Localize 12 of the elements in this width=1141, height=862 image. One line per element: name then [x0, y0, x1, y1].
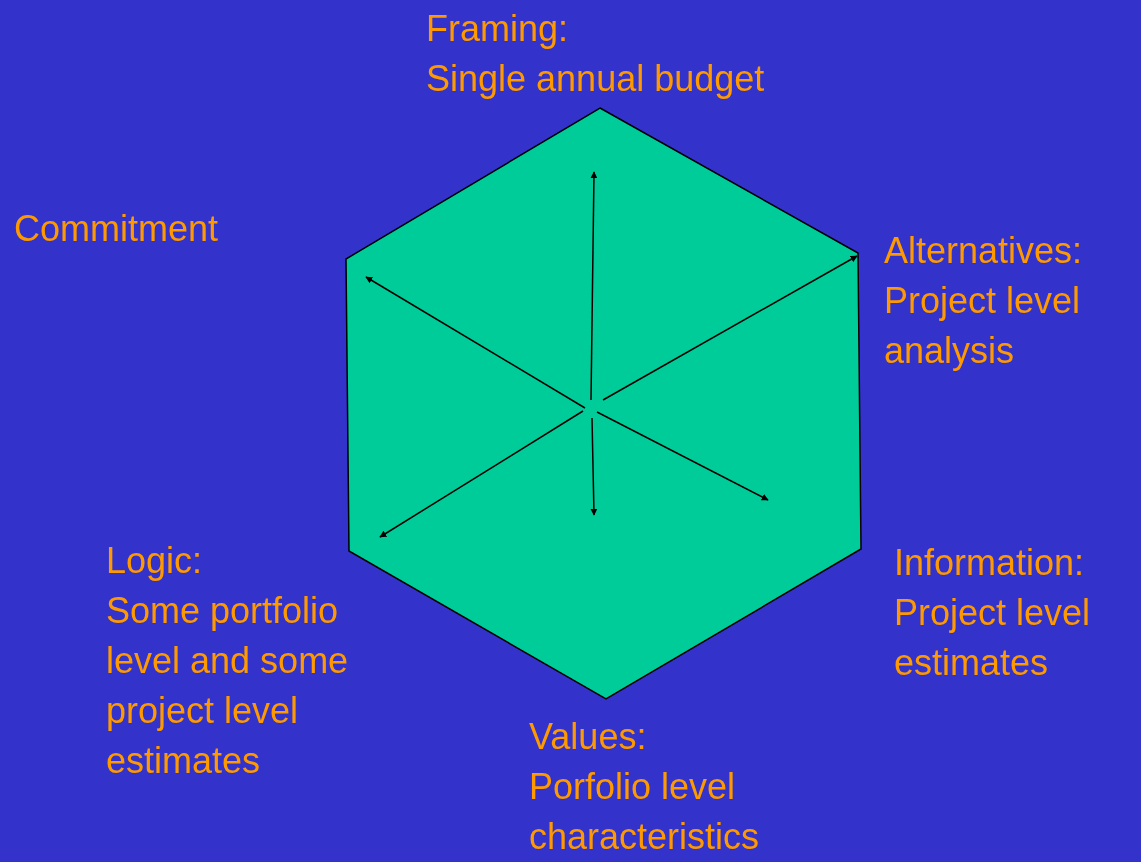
dimension-heading: Information: — [894, 541, 1086, 585]
dimension-heading: Commitment — [14, 207, 220, 251]
dimension-description: Some portfolio level and some project level estimates — [106, 589, 350, 783]
dimension-description: Porfolio level characteristics — [529, 765, 761, 859]
dimension-description: Single annual budget — [426, 57, 766, 101]
dimension-heading: Logic: — [106, 539, 204, 583]
dimension-heading: Values: — [529, 715, 648, 759]
dimension-heading: Framing: — [426, 7, 570, 51]
dimension-description: Project level estimates — [894, 591, 1092, 685]
dimension-heading: Alternatives: — [884, 229, 1084, 273]
dimension-description: Project level analysis — [884, 279, 1082, 373]
hexagon-shape — [345, 107, 862, 700]
